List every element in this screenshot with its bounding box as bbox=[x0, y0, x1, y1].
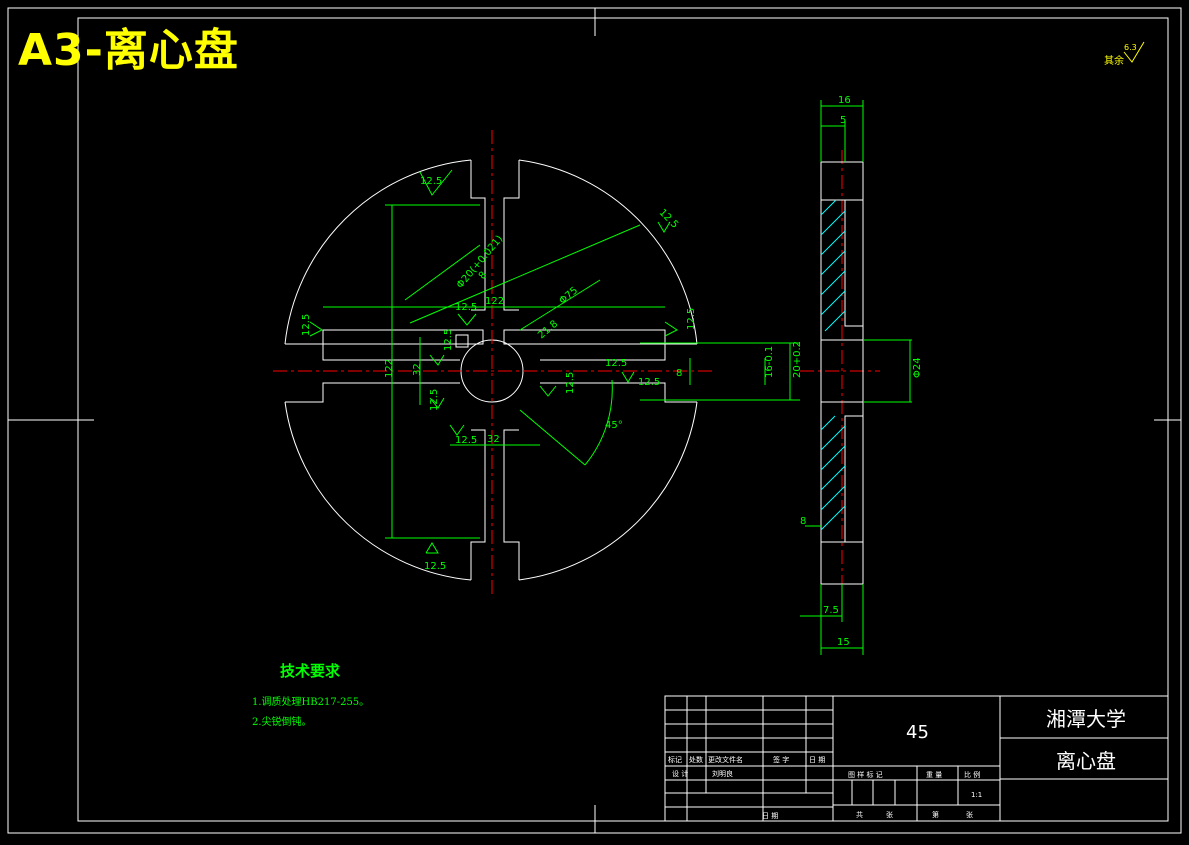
tb-designer: 刘明良 bbox=[712, 769, 733, 778]
part-name: 离心盘 bbox=[1056, 749, 1116, 773]
dim-16: 16-0.1 bbox=[764, 346, 775, 378]
drawing-title: A3-离心盘 bbox=[18, 25, 239, 76]
roughness-label: 12.5 bbox=[429, 389, 440, 411]
tb-header-sign: 签 字 bbox=[773, 755, 789, 764]
tb-count-3: 第 bbox=[932, 810, 939, 819]
dim-8-side: 8 bbox=[800, 516, 806, 527]
roughness-label: 12.5 bbox=[301, 314, 312, 336]
roughness-label: 12.5 bbox=[420, 176, 442, 187]
roughness-label: 12.5 bbox=[455, 302, 477, 313]
dim-7-5: 7.5 bbox=[823, 605, 839, 616]
side-dimensions bbox=[800, 100, 912, 655]
dim-key-width: 8 bbox=[676, 368, 682, 379]
front-view-outline bbox=[284, 159, 698, 581]
dim-angle: 45° bbox=[605, 420, 623, 431]
finish-note-label: 其余 bbox=[1104, 54, 1124, 67]
school-name: 湘潭大学 bbox=[1046, 707, 1126, 731]
dim-bore: Φ24 bbox=[912, 357, 923, 378]
dim-32-bottom: 32 bbox=[487, 434, 500, 445]
dim-chamfer: 8 bbox=[477, 270, 490, 282]
tb-count-2: 张 bbox=[886, 810, 893, 819]
roughness-label: 12.5 bbox=[565, 372, 576, 394]
dim-15: 15 bbox=[837, 637, 850, 648]
tb-scale: 1:1 bbox=[971, 791, 982, 799]
tb-mark-label: 图 样 标 记 bbox=[848, 770, 883, 779]
dim-diameter: Φ75 bbox=[557, 285, 580, 307]
tb-weight-label: 重 量 bbox=[926, 771, 942, 779]
roughness-label: 12.5 bbox=[657, 207, 681, 231]
front-dimensions bbox=[323, 204, 800, 539]
dim-21-8: 21.8 bbox=[536, 319, 560, 342]
tb-count-1: 共 bbox=[856, 810, 863, 819]
tb-date-label: 日 期 bbox=[762, 812, 778, 820]
tech-item-2: 2.尖锐倒钝。 bbox=[252, 717, 312, 728]
tb-header-date: 日 期 bbox=[809, 756, 825, 764]
dim-5-top: 5 bbox=[840, 115, 846, 126]
roughness-label: 12.5 bbox=[638, 377, 660, 388]
title-block-texts: 标记 处数 更改文件名 签 字 日 期 设 计 刘明良 日 期 图 样 标 记 … bbox=[668, 755, 982, 820]
center-lines bbox=[273, 130, 880, 595]
roughness-label: 12.5 bbox=[455, 435, 477, 446]
dim-122-left: 122 bbox=[384, 359, 395, 378]
tech-requirements: 技术要求 1.调质处理HB217-255。 2.尖锐倒钝。 bbox=[252, 660, 369, 733]
sheet-border bbox=[7, 7, 1182, 834]
front-dim-texts: 12.5 12.5 12.5 12.5 12.5 12.5 12.5 12.5 … bbox=[301, 176, 803, 572]
tech-item-1: 1.调质处理HB217-255。 bbox=[252, 697, 370, 708]
tb-header-file: 更改文件名 bbox=[708, 755, 743, 764]
roughness-label: 12.5 bbox=[605, 358, 627, 369]
title-block bbox=[664, 695, 1169, 822]
roughness-symbols bbox=[309, 169, 678, 554]
side-dim-texts: 16 5 7.5 15 8 Φ24 bbox=[800, 95, 923, 648]
tech-heading: 技术要求 bbox=[280, 662, 341, 680]
dim-32-left: 32 bbox=[412, 363, 423, 376]
tb-count-4: 张 bbox=[966, 810, 973, 819]
section-hatch bbox=[820, 199, 846, 531]
dim-20: 20+0.2 bbox=[792, 341, 803, 378]
dim-hole-note: Φ20(+0.021) bbox=[455, 234, 506, 291]
tb-design-label: 设 计 bbox=[672, 769, 688, 778]
roughness-label: 12.5 bbox=[686, 308, 697, 330]
dim-122-top: 122 bbox=[485, 296, 504, 307]
finish-note-value: 6.3 bbox=[1124, 43, 1137, 52]
tb-header-count: 处数 bbox=[689, 755, 703, 764]
material-label: 45 bbox=[906, 722, 929, 743]
tb-header-mark: 标记 bbox=[668, 755, 682, 764]
tb-scale-label: 比 例 bbox=[964, 770, 980, 779]
dim-16-top: 16 bbox=[838, 95, 851, 106]
finish-note: 其余 6.3 bbox=[1104, 41, 1145, 67]
roughness-label: 12.5 bbox=[443, 329, 454, 351]
roughness-label: 12.5 bbox=[424, 561, 446, 572]
